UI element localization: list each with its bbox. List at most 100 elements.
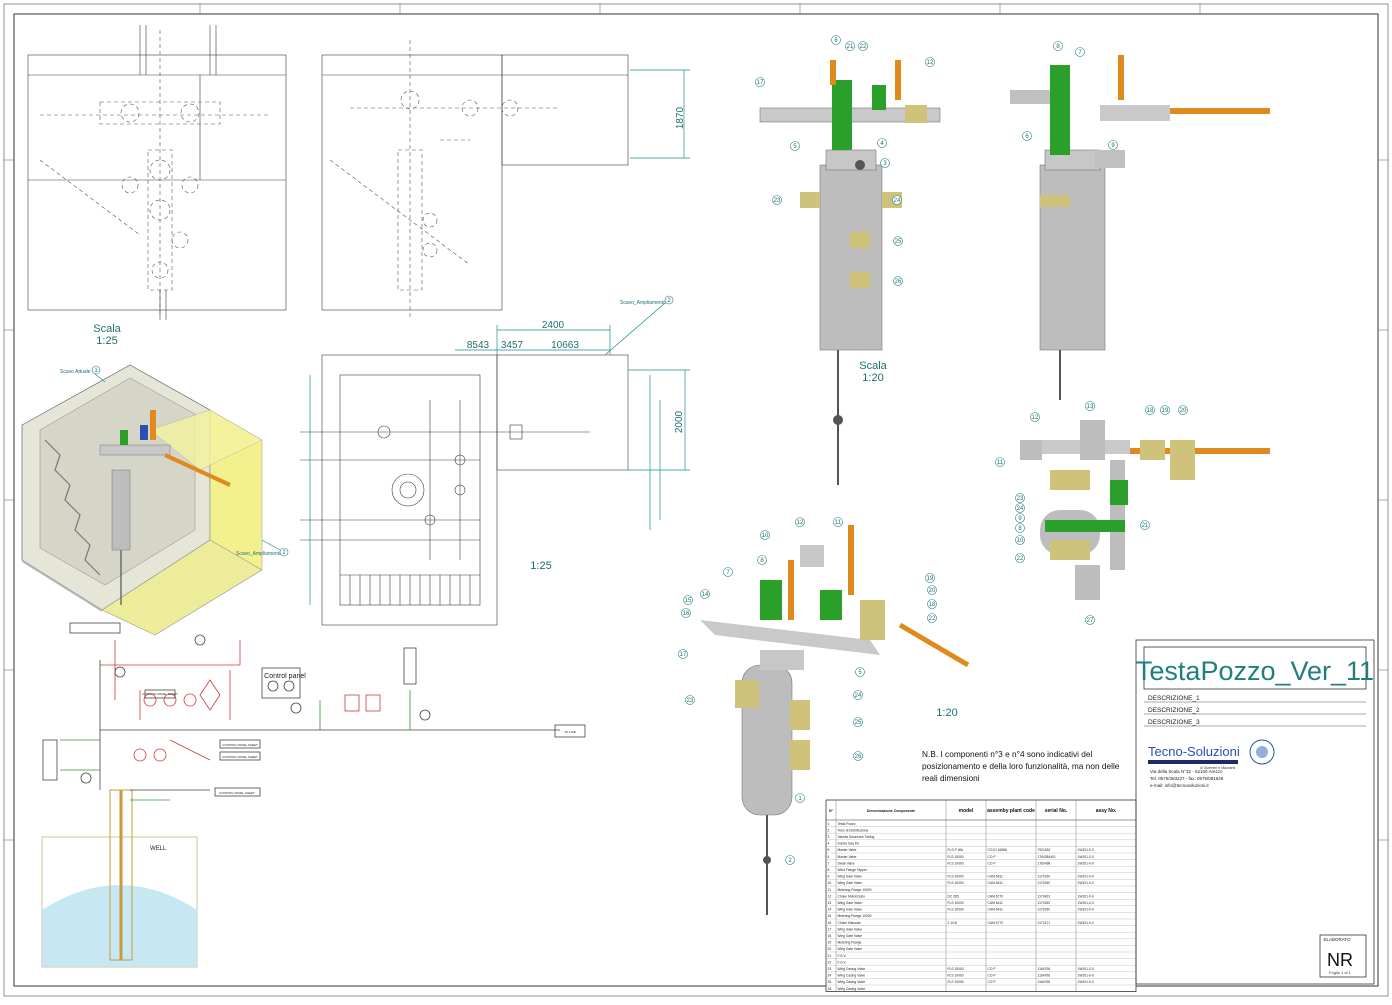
bom-cell: 1W101-0-0 — [1078, 980, 1094, 984]
bom-cell: Metering Flange 10000 — [838, 888, 872, 892]
balloon-label: 23 — [774, 198, 781, 204]
balloon-label: 9 — [1018, 516, 1022, 522]
bom-cell: 24 — [828, 974, 832, 978]
balloon-label: 11 — [997, 460, 1004, 466]
balloon-label: 19 — [1162, 408, 1169, 414]
bom-cell: FLS 10000 — [948, 901, 964, 905]
balloon-label: 25 — [895, 239, 902, 245]
bom-cell: FLS 10000 — [948, 967, 964, 971]
bom-cell: 6 — [828, 855, 830, 859]
balloon-circle — [1030, 412, 1040, 422]
balloon-label: 22 — [1017, 556, 1024, 562]
bom-cell: CO P — [988, 861, 997, 865]
front-view-outline — [27, 25, 287, 320]
bom-cell: 1170150 — [1038, 881, 1051, 885]
balloon-circle — [853, 751, 863, 761]
bom-cell: 1W101-0-0 — [1078, 974, 1094, 978]
bom-cell: CAM 6411 — [988, 901, 1003, 905]
bom-cell: 1W101-0-0 — [1078, 921, 1094, 925]
bom-cell: 13 — [828, 901, 832, 905]
balloon-label: 14 — [702, 592, 709, 598]
balloon-circle — [1053, 41, 1063, 51]
balloon-circle — [678, 649, 688, 659]
balloon-label: 24 — [1017, 506, 1024, 512]
bom-header-cell: Denominazione Componente — [867, 809, 915, 813]
balloon-circle — [833, 517, 843, 527]
balloon-circle — [1015, 513, 1025, 523]
scale-label-2: Scala — [859, 360, 887, 372]
balloon-circle — [681, 608, 691, 618]
wellhead-front-3d — [759, 60, 941, 485]
dim-2400-label: 2400 — [542, 320, 565, 331]
bom-cell: 4 — [828, 842, 830, 846]
bom-cell: 16 — [828, 921, 832, 925]
bom-cell: Wing Casing Valve — [838, 967, 866, 971]
balloon-circle — [855, 667, 865, 677]
balloon-circle — [785, 855, 795, 865]
bom-cell: FLS-P WA — [948, 848, 964, 852]
pid-to-line: TO LINE — [564, 730, 576, 734]
balloon-label: 5 — [793, 144, 797, 150]
balloon-label: 26 — [895, 279, 902, 285]
balloon-circle — [831, 35, 841, 45]
bom-cell: Valvola Sicurezza Tubing — [838, 835, 875, 839]
note-scavo-attuale: Scavo Attuale — [60, 369, 91, 375]
title-block — [1135, 639, 1375, 985]
balloon-circle — [853, 717, 863, 727]
balloon-label: 6 — [1025, 134, 1029, 140]
bom-cell: 2 1/16 — [948, 921, 957, 925]
bom-cell: 19 — [828, 941, 832, 945]
balloon-label: 2 — [788, 858, 792, 864]
pid-cp-sheet-1: CONTROL PANEL SHEET — [222, 743, 258, 747]
balloon-circle — [927, 613, 937, 623]
dim-1870-label: 1870 — [675, 106, 686, 129]
dim-2000-label: 2000 — [674, 410, 685, 433]
balloon-circle — [853, 690, 863, 700]
bom-cell: 1764384401 — [1038, 855, 1057, 859]
balloon-label: 20 — [929, 588, 936, 594]
bom-cell: FLS 10000 — [948, 980, 964, 984]
balloon-circle — [1075, 47, 1085, 57]
bom-header-cell: assemby plant code — [987, 808, 1035, 814]
balloon-circle — [795, 793, 805, 803]
bom-cell: 1164706 — [1038, 980, 1051, 984]
elaborato-label: ELABORATO — [1323, 937, 1351, 942]
balloon-label: 20 — [1180, 408, 1187, 414]
balloon-circle — [757, 555, 767, 565]
bom-cell: FLS 10000 — [948, 875, 964, 879]
company-tagline: di Guerrieri e Mazzanti — [1200, 766, 1235, 770]
balloon-label: 8 — [760, 558, 764, 564]
bom-cell: 7921632 — [1038, 848, 1051, 852]
balloon-label: 8 — [834, 38, 838, 44]
balloon-label: 8 — [1018, 526, 1022, 532]
bom-cell: F.G.V. — [838, 954, 847, 958]
balloon-circle — [772, 195, 782, 205]
balloon-circle — [1015, 503, 1025, 513]
bom-cell: Wing Gate Valve — [838, 908, 863, 912]
bom-cell: Tubo di Distribuzione — [838, 828, 869, 832]
company-phone: Tel. 0575/383227 - fax. 0575/081649 — [1150, 776, 1224, 781]
bom-cell: CAM 6770 — [988, 894, 1004, 898]
scale-value-2: 1:25 — [530, 560, 551, 572]
bom-cell: 5 — [828, 848, 830, 852]
bom-cell: 1170171 — [1038, 921, 1051, 925]
bom-header-cell: assy No. — [1096, 808, 1117, 814]
bom-cell: CAM 6770 — [988, 921, 1004, 925]
bom-cell: Wing Gate Valve — [838, 934, 863, 938]
balloon-circle — [683, 595, 693, 605]
dim-sub2: 3457 — [501, 340, 524, 351]
balloon-label: 10 — [762, 533, 769, 539]
balloon-label: 17 — [757, 80, 764, 86]
balloon-label: 26 — [855, 754, 862, 760]
bom-cell: 17 — [828, 927, 832, 931]
bom-cell: CAM 6411 — [988, 881, 1003, 885]
bom-cell: 1760498 — [1038, 861, 1051, 865]
balloon-label: 12 — [797, 520, 804, 526]
bom-cell: CO P — [988, 855, 997, 859]
bom-cell: Wind Flange Tapper — [838, 868, 868, 872]
balloon-circle — [925, 57, 935, 67]
balloon-label: 3 — [883, 161, 887, 167]
